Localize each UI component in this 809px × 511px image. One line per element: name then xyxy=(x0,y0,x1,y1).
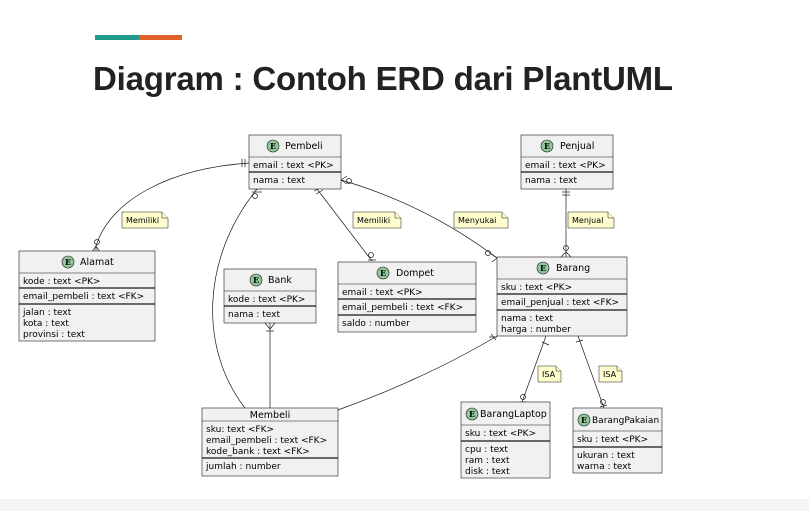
svg-text:sku : text <PK>: sku : text <PK> xyxy=(501,283,572,293)
note-menyukai-text: Menyukai xyxy=(458,216,496,225)
svg-text:kode_bank : text <FK>: kode_bank : text <FK> xyxy=(206,447,310,457)
svg-text:email : text <PK>: email : text <PK> xyxy=(525,161,606,171)
entity-icon xyxy=(465,407,479,421)
note-isa-laptop: ISA xyxy=(537,365,562,383)
svg-text:email_pembeli : text <FK>: email_pembeli : text <FK> xyxy=(23,292,144,302)
entity-icon xyxy=(61,255,75,269)
svg-text:email_penjual : text <FK>: email_penjual : text <FK> xyxy=(501,298,619,308)
entity-title: BarangPakaian xyxy=(592,416,659,426)
entity-membeli: Membeli sku: text <FK> email_pembeli : t… xyxy=(201,407,339,477)
svg-text:kota : text: kota : text xyxy=(23,319,69,329)
svg-text:email : text <PK>: email : text <PK> xyxy=(253,161,334,171)
accent-bar-orange xyxy=(139,35,182,40)
footer-bar xyxy=(0,499,809,511)
svg-text:nama : text: nama : text xyxy=(253,176,305,186)
note-menjual: Menjual xyxy=(567,211,615,229)
svg-text:kode : text <PK>: kode : text <PK> xyxy=(23,277,100,287)
svg-text:email_pembeli : text <FK>: email_pembeli : text <FK> xyxy=(342,303,463,313)
note-memiliki-alamat-text: Memiliki xyxy=(126,216,159,225)
entity-title: Barang xyxy=(556,263,590,274)
svg-text:cpu : text: cpu : text xyxy=(465,445,508,455)
svg-text:sku : text <PK>: sku : text <PK> xyxy=(577,435,648,445)
entity-icon xyxy=(249,273,263,287)
entity-title: Membeli xyxy=(250,410,290,421)
note-isa-pakaian: ISA xyxy=(598,365,623,383)
entity-penjual: E Penjual email : text <PK> nama : text xyxy=(520,134,614,190)
rel-barang-pakaian xyxy=(577,335,605,409)
accent-bar-teal xyxy=(95,35,139,40)
entity-icon xyxy=(540,139,554,153)
entity-title: Bank xyxy=(268,275,292,286)
rel-barang-laptop xyxy=(521,335,547,403)
entity-pembeli: E Pembeli email : text <PK> nama : text xyxy=(248,134,342,190)
entity-title: Dompet xyxy=(396,268,434,279)
svg-text:provinsi : text: provinsi : text xyxy=(23,330,85,340)
svg-text:disk : text: disk : text xyxy=(465,467,510,477)
svg-text:email : text <PK>: email : text <PK> xyxy=(342,288,423,298)
entity-dompet: E Dompet email : text <PK> email_pembeli… xyxy=(337,261,477,333)
rel-pembeli-membeli xyxy=(212,188,258,409)
entity-title: BarangLaptop xyxy=(480,409,547,420)
svg-text:sku: text <FK>: sku: text <FK> xyxy=(206,425,274,435)
entity-barang-laptop: E BarangLaptop sku : text <PK> cpu : tex… xyxy=(460,401,551,479)
note-memiliki-dompet-text: Memiliki xyxy=(357,216,390,225)
svg-text:nama : text: nama : text xyxy=(525,176,577,186)
svg-text:harga : number: harga : number xyxy=(501,325,571,335)
entity-bank: E Bank kode : text <PK> nama : text xyxy=(223,268,317,324)
entity-icon xyxy=(266,139,280,153)
entity-barang-pakaian: E BarangPakaian sku : text <PK> ukuran :… xyxy=(572,407,663,474)
svg-text:kode : text <PK>: kode : text <PK> xyxy=(228,295,305,305)
svg-text:saldo : number: saldo : number xyxy=(342,319,410,329)
note-menjual-text: Menjual xyxy=(572,216,603,225)
svg-text:jumlah : number: jumlah : number xyxy=(205,462,281,472)
svg-text:ukuran : text: ukuran : text xyxy=(577,451,635,461)
rel-pembeli-barang xyxy=(340,179,498,259)
entity-title: Pembeli xyxy=(285,141,323,152)
entity-title: Alamat xyxy=(80,257,114,268)
rel-barang-membeli xyxy=(337,335,498,411)
svg-text:E: E xyxy=(544,141,550,151)
slide-title: Diagram : Contoh ERD dari PlantUML xyxy=(93,60,673,97)
svg-text:E: E xyxy=(540,263,546,273)
note-isa-pakaian-text: ISA xyxy=(603,370,617,379)
entity-icon xyxy=(536,261,550,275)
svg-text:nama : text: nama : text xyxy=(501,314,553,324)
note-isa-laptop-text: ISA xyxy=(542,370,556,379)
svg-text:nama : text: nama : text xyxy=(228,310,280,320)
note-memiliki-alamat: Memiliki xyxy=(121,211,169,229)
entity-icon xyxy=(577,413,591,427)
note-memiliki-dompet: Memiliki xyxy=(352,211,402,229)
svg-text:E: E xyxy=(270,141,276,151)
note-menyukai: Menyukai xyxy=(453,211,509,229)
svg-text:ram : text: ram : text xyxy=(465,456,510,466)
svg-text:E: E xyxy=(65,257,71,267)
svg-text:E: E xyxy=(581,415,587,425)
entity-barang: E Barang sku : text <PK> email_penjual :… xyxy=(496,256,628,337)
rel-pembeli-alamat xyxy=(95,162,251,247)
svg-text:sku : text <PK>: sku : text <PK> xyxy=(465,429,536,439)
entity-icon xyxy=(376,266,390,280)
svg-text:email_pembeli : text <FK>: email_pembeli : text <FK> xyxy=(206,436,327,446)
entity-title: Penjual xyxy=(560,141,594,152)
svg-text:warna : text: warna : text xyxy=(577,462,632,472)
svg-text:jalan : text: jalan : text xyxy=(22,308,72,318)
svg-text:E: E xyxy=(469,409,475,419)
rel-pembeli-dompet xyxy=(316,188,373,262)
svg-text:E: E xyxy=(253,275,259,285)
entity-alamat: E Alamat kode : text <PK> email_pembeli … xyxy=(18,250,156,342)
svg-text:E: E xyxy=(380,268,386,278)
